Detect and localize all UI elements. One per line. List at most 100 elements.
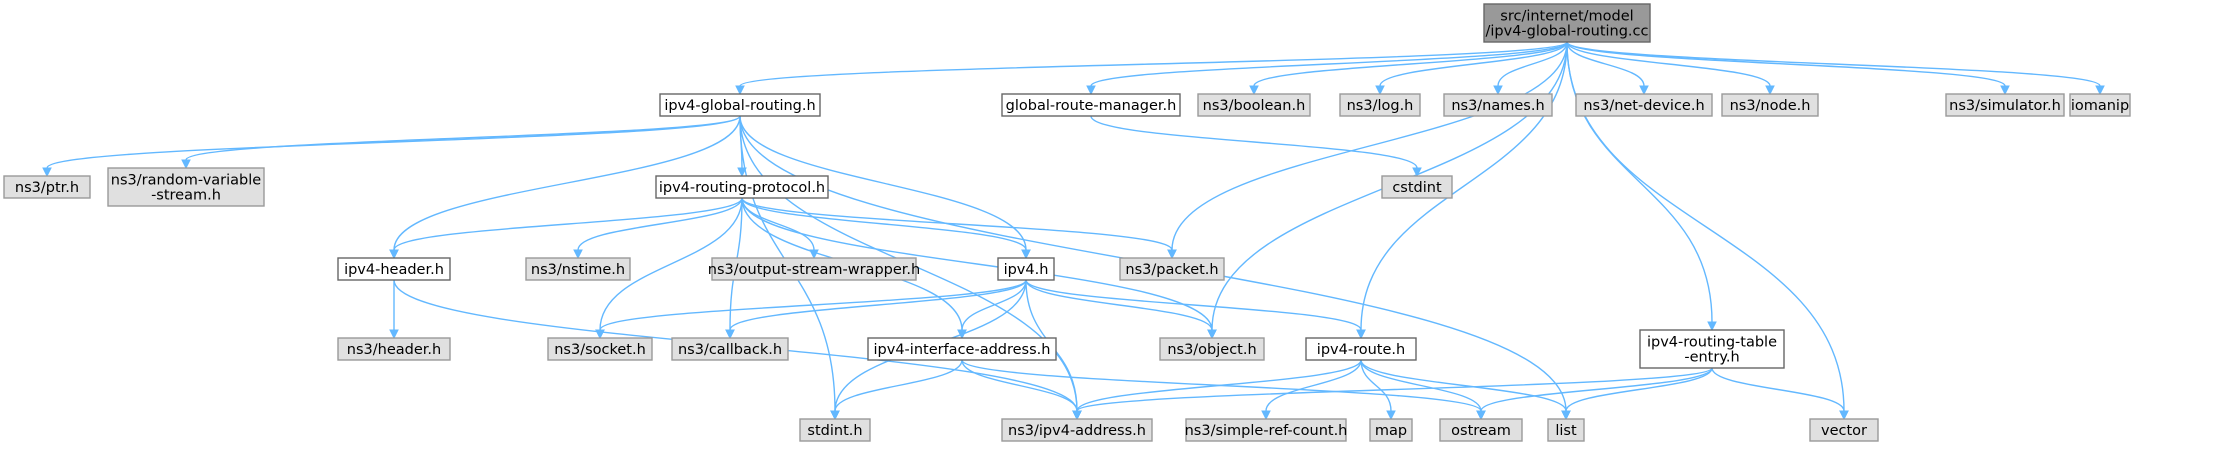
graph-nodes: src/internet/model/ipv4-global-routing.c… xyxy=(3,3,2131,442)
graph-node-iomanip: iomanip xyxy=(2069,93,2131,117)
node-label: ipv4-header.h xyxy=(344,262,444,278)
graph-node-object: ns3/object.h xyxy=(1159,337,1265,361)
node-box xyxy=(547,337,653,361)
node-label: ns3/header.h xyxy=(347,342,441,358)
node-label: ns3/packet.h xyxy=(1125,262,1218,278)
node-box xyxy=(1119,257,1225,281)
edge-line xyxy=(729,279,1027,331)
graph-node-rvs: ns3/random-variable-stream.h xyxy=(107,167,265,207)
graph-node-igr[interactable]: ipv4-global-routing.h xyxy=(659,93,821,117)
graph-node-socket: ns3/socket.h xyxy=(547,337,653,361)
edge-arrowhead xyxy=(1707,321,1717,332)
node-label: /ipv4-global-routing.cc xyxy=(1486,24,1649,40)
edge-line xyxy=(1480,367,1713,412)
edge-arrowhead xyxy=(1375,85,1385,96)
node-box xyxy=(1639,329,1785,369)
node-box xyxy=(337,257,451,281)
edge-arrowhead xyxy=(1476,410,1486,421)
dependency-edge-ipv4-to-object xyxy=(1025,279,1217,340)
graph-node-iroute[interactable]: ipv4-route.h xyxy=(1305,337,1417,361)
graph-node-log: ns3/log.h xyxy=(1339,93,1421,117)
edge-line xyxy=(1025,279,1362,331)
graph-node-root[interactable]: src/internet/model/ipv4-global-routing.c… xyxy=(1483,3,1651,43)
node-box xyxy=(1369,418,1413,442)
node-label: -stream.h xyxy=(151,188,221,204)
node-label: ns3/object.h xyxy=(1167,342,1256,358)
graph-node-map: map xyxy=(1369,418,1413,442)
graph-node-ipv4[interactable]: ipv4.h xyxy=(997,257,1055,281)
node-box xyxy=(1945,93,2065,117)
edge-arrowhead xyxy=(1261,410,1271,421)
node-label: list xyxy=(1555,423,1577,439)
edge-arrowhead xyxy=(1765,85,1775,96)
edge-line xyxy=(1360,41,1568,331)
graph-node-ih[interactable]: ipv4-header.h xyxy=(337,257,451,281)
edge-arrowhead xyxy=(595,329,605,340)
edge-arrowhead xyxy=(1386,410,1396,421)
node-box xyxy=(1305,337,1417,361)
edge-arrowhead xyxy=(830,410,840,421)
edge-line xyxy=(741,197,1173,251)
graph-node-irp[interactable]: ipv4-routing-protocol.h xyxy=(655,175,829,199)
dependency-edge-irp-to-nstime xyxy=(573,197,743,260)
node-box xyxy=(1575,93,1713,117)
dependency-edge-irp-to-packet xyxy=(741,197,1177,260)
node-label: -entry.h xyxy=(1684,350,1739,366)
dependency-edge-root-to-sim xyxy=(1566,41,2010,96)
graph-node-irte[interactable]: ipv4-routing-table-entry.h xyxy=(1639,329,1785,369)
edge-line xyxy=(1265,359,1362,412)
edge-arrowhead xyxy=(1493,85,1503,96)
dependency-edge-irp-to-ih xyxy=(389,197,743,260)
edge-line xyxy=(1379,41,1568,87)
graph-node-vector: vector xyxy=(1809,418,1879,442)
edge-line xyxy=(599,279,1027,331)
dependency-edge-root-to-netdev xyxy=(1566,41,1649,96)
edge-line xyxy=(1076,359,1362,412)
edge-line xyxy=(1565,367,1713,412)
dependency-edge-irte-to-ostream xyxy=(1476,367,1713,421)
edge-arrowhead xyxy=(181,159,191,170)
node-label: map xyxy=(1375,423,1407,439)
edge-line xyxy=(1566,41,1713,323)
node-label: ns3/nstime.h xyxy=(531,262,625,278)
edge-line xyxy=(1497,41,1568,87)
node-box xyxy=(1443,93,1553,117)
edge-arrowhead xyxy=(1086,85,1096,96)
node-box xyxy=(799,418,871,442)
node-label: global-route-manager.h xyxy=(1006,98,1177,114)
edge-line xyxy=(577,197,743,251)
graph-node-iia[interactable]: ipv4-interface-address.h xyxy=(867,337,1057,361)
edge-line xyxy=(1566,41,2006,87)
edge-line xyxy=(599,197,743,331)
graph-node-grm[interactable]: global-route-manager.h xyxy=(1001,93,1181,117)
dependency-edge-irte-to-vector xyxy=(1711,367,1849,421)
edge-line xyxy=(393,115,741,251)
node-box xyxy=(107,167,265,207)
graph-node-sim: ns3/simulator.h xyxy=(1945,93,2065,117)
graph-node-ostream: ostream xyxy=(1439,418,1523,442)
edge-line xyxy=(739,41,1568,87)
edge-arrowhead xyxy=(1639,85,1649,96)
dependency-edge-ipv4-to-callback xyxy=(725,279,1027,340)
edge-arrowhead xyxy=(2095,85,2105,96)
graph-node-node: ns3/node.h xyxy=(1721,93,1819,117)
node-box xyxy=(2069,93,2131,117)
edge-arrowhead xyxy=(1249,85,1259,96)
node-label: ns3/socket.h xyxy=(554,342,646,358)
node-label: ns3/simple-ref-count.h xyxy=(1185,423,1348,439)
graph-node-stdint: stdint.h xyxy=(799,418,871,442)
dependency-edge-iroute-to-src xyxy=(1261,359,1362,421)
node-label: ipv4.h xyxy=(1004,262,1049,278)
node-box xyxy=(1381,175,1453,199)
node-box xyxy=(1185,418,1347,442)
node-box xyxy=(1001,93,1181,117)
edge-arrowhead xyxy=(573,249,583,260)
dependency-edge-root-to-igr xyxy=(735,41,1568,96)
edge-line xyxy=(961,359,1078,412)
dependency-edge-root-to-bool xyxy=(1249,41,1568,96)
edge-line xyxy=(1090,41,1568,87)
graph-node-ptr: ns3/ptr.h xyxy=(3,175,91,199)
node-label: ns3/node.h xyxy=(1730,98,1811,114)
node-label: ns3/names.h xyxy=(1451,98,1544,114)
